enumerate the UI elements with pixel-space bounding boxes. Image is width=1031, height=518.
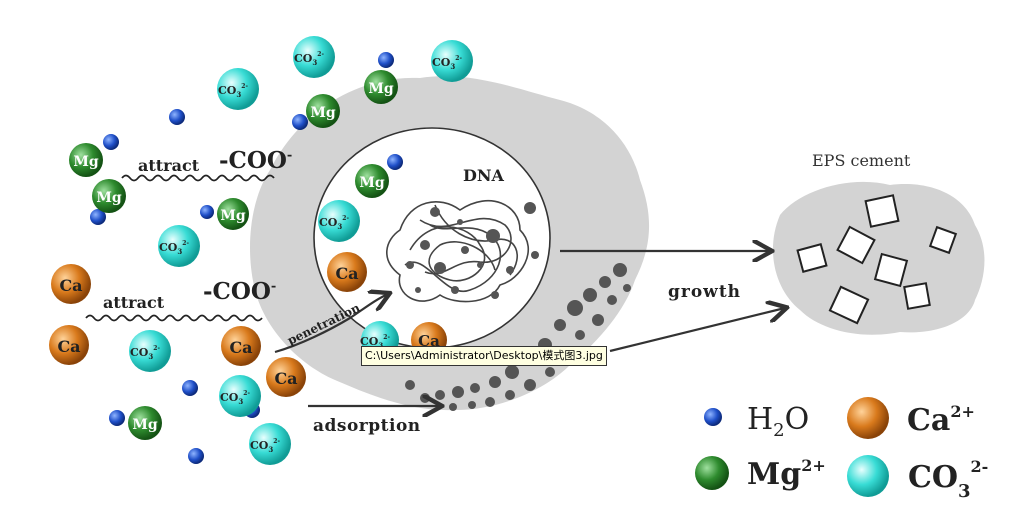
svg-text:Ca: Ca [57,337,80,356]
ca-ions: Ca Ca Ca Ca Ca Ca [49,252,447,397]
water-molecules [90,52,403,464]
co3-ion: CO32- [217,68,259,110]
legend-h2o-label: H2O [747,402,809,441]
mg-ion: Mg [92,179,126,213]
svg-text:CO32-: CO32- [319,215,349,231]
attract-chain-bottom [85,314,263,322]
mg-ion: Mg [364,70,398,104]
svg-text:Ca: Ca [418,332,440,350]
dna-label: DNA [463,166,505,185]
eps-cement-cloud [772,181,985,335]
crystal-squares [796,194,958,325]
legend-ca-swatch [847,397,889,439]
svg-text:Mg: Mg [368,81,393,97]
h2o-ion [182,380,198,396]
svg-text:CO32-: CO32- [130,345,160,361]
svg-text:CO32-: CO32- [250,438,280,454]
co3-ion: CO32- [249,423,291,465]
h2o-ion [387,154,403,170]
svg-text:Ca: Ca [335,264,358,283]
penetration-arrow [274,294,388,354]
arrows [274,251,785,406]
legend-co3-swatch [847,455,889,497]
legend-ca-label: Ca2+ [907,402,975,438]
legend-co3-label: CO32- [908,457,988,502]
mg-ion: Mg [217,198,249,230]
legend-mg-label: Mg2+ [747,456,826,492]
eps-cement-label: EPS cement [812,151,911,170]
coo-label-top: -COO- [219,147,292,174]
co3-ions: CO32- CO32- CO32- CO32- CO32- CO32- CO32… [129,36,473,465]
ca-ion: Ca [266,357,306,397]
coo-label-bottom: -COO- [203,278,276,305]
legend: H2O Ca2+ Mg2+ CO32- [695,397,988,502]
svg-text:CO32-: CO32- [220,390,250,406]
co3-ion: CO32- [431,40,473,82]
svg-text:Mg: Mg [310,105,335,121]
attract-label-bottom: attract [103,293,165,312]
attract-label-top: attract [138,156,200,175]
co3-ion: CO32- [129,330,171,372]
mg-ion: Mg [355,164,389,198]
ca-ion: Ca [221,326,261,366]
svg-text:Ca: Ca [274,369,297,388]
h2o-ion [90,209,106,225]
co3-ion: CO32- [219,375,261,417]
mg-ions: Mg Mg Mg Mg Mg Mg Mg [69,70,398,440]
ca-ion: Ca [327,252,367,292]
growth-arrow-bottom [609,308,785,353]
file-path-tooltip: C:\Users\Administrator\Desktop\模式图3.jpg [361,346,607,366]
svg-text:Mg: Mg [359,175,384,191]
svg-text:Mg: Mg [220,208,245,224]
h2o-ion [292,114,308,130]
co3-ion: CO32- [318,200,360,242]
ca-ion: Ca [49,325,89,365]
co3-ion: CO32- [158,225,200,267]
growth-label: growth [668,282,741,302]
svg-text:Mg: Mg [96,190,121,206]
legend-h2o-swatch [704,408,722,426]
mg-ion: Mg [306,94,340,128]
svg-text:Mg: Mg [132,417,157,433]
svg-text:CO32-: CO32- [218,83,248,99]
svg-text:Ca: Ca [59,276,82,295]
svg-text:Mg: Mg [73,154,98,170]
h2o-ion [200,205,214,219]
svg-text:CO32-: CO32- [159,240,189,256]
svg-text:CO32-: CO32- [360,334,390,350]
mg-ion: Mg [128,406,162,440]
svg-text:Ca: Ca [229,338,252,357]
dna-dots [406,202,539,299]
attract-chain-top [121,174,275,182]
mg-ion: Mg [69,143,103,177]
co3-ion: CO32- [293,36,335,78]
svg-text:CO32-: CO32- [294,51,324,67]
legend-mg-swatch [695,456,729,490]
h2o-ion [169,109,185,125]
h2o-ion [378,52,394,68]
adsorption-label: adsorption [313,416,421,436]
svg-text:CO32-: CO32- [432,55,462,71]
h2o-ion [103,134,119,150]
h2o-ion [109,410,125,426]
h2o-ion [188,448,204,464]
ca-ion: Ca [51,264,91,304]
